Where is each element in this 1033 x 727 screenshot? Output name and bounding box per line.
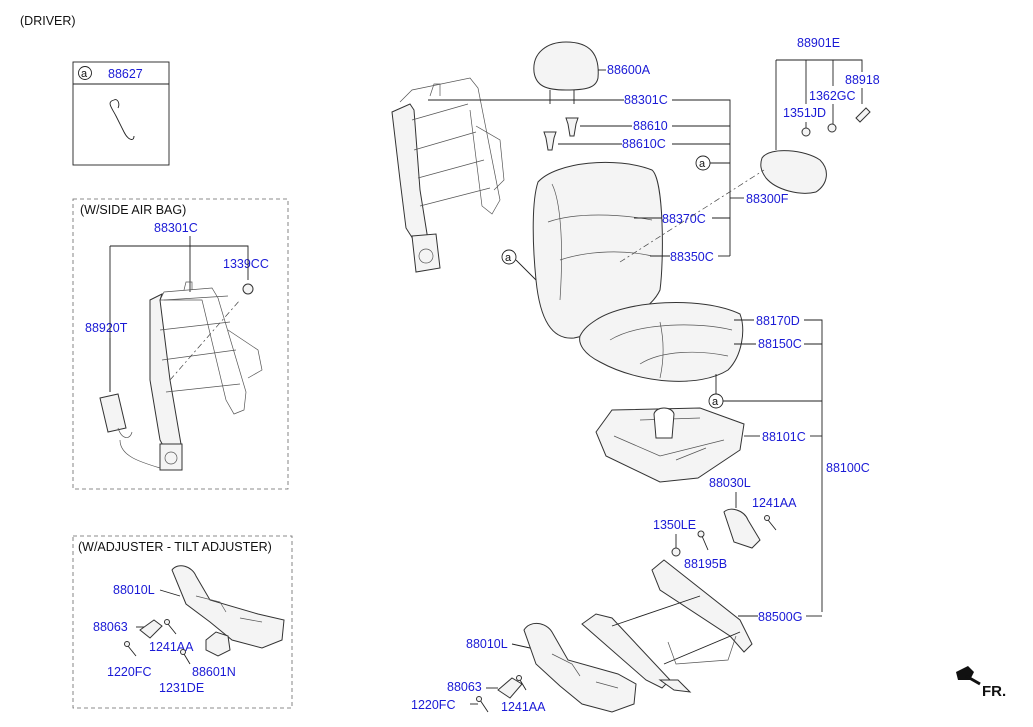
tilt-adjuster-box: (W/ADJUSTER - TILT ADJUSTER) 88010L 8806… [72,535,293,709]
label-88920T: 88920T [85,321,128,335]
svg-text:a: a [505,252,512,264]
label-88918: 88918 [845,73,880,87]
legend-part-number: 88627 [108,67,143,81]
label-88195B: 88195B [684,557,727,571]
ref-a-circle [78,66,92,80]
label-88301C: 88301C [624,93,668,107]
label-1220FC-box: 1220FC [107,665,151,679]
label-88030L: 88030L [709,476,751,490]
label-88150C: 88150C [758,337,802,351]
side-airbag-box: (W/SIDE AIR BAG) 88301C 1339CC 88920T [72,198,289,490]
label-1351JD: 1351JD [783,106,826,120]
lower-side-cover [523,623,637,713]
label-88610C: 88610C [622,137,666,151]
front-arrow [956,666,981,686]
legend-box: a 88627 [72,61,170,166]
front-label: FR. [982,683,1006,700]
label-1241AA: 1241AA [501,700,546,714]
label-88101C: 88101C [762,430,806,444]
seat-cushion [579,302,744,382]
headrest [533,41,606,104]
label-1350LE: 1350LE [653,518,696,532]
label-88350C: 88350C [670,250,714,264]
side-cover-icon [171,565,285,649]
washer-icon [801,127,811,137]
label-88370C: 88370C [662,212,706,226]
nut-icon [242,283,254,295]
label-88610: 88610 [633,119,668,133]
label-88500G: 88500G [758,610,802,624]
label-88300F: 88300F [746,192,789,206]
shield-icon [723,508,761,549]
label-88301C-airbag: 88301C [154,221,198,235]
label-88010L: 88010L [466,637,508,651]
headrest-guides [543,117,579,151]
label-88600A: 88600A [607,63,651,77]
label-88100C: 88100C [826,461,870,475]
legend-ref-label: a [81,68,88,80]
label-1339CC: 1339CC [223,257,269,271]
label-1231DE: 1231DE [159,681,204,695]
seatback-frame [391,77,505,273]
screw-icon [167,623,177,635]
label-1220FC: 1220FC [411,698,455,712]
side-airbag-title: (W/SIDE AIR BAG) [80,203,186,217]
label-88170D: 88170D [756,314,800,328]
label-88010L-box: 88010L [113,583,155,597]
knob-icon-main [497,677,523,699]
label-88901E: 88901E [797,36,840,50]
airbag-module-icon [99,393,127,433]
seat-track [581,559,753,693]
seatback-frame-airbag [149,281,263,471]
svg-text:a: a [699,158,706,170]
knob-icon [139,619,163,639]
wire-clip-icon [109,99,135,140]
svg-text:a: a [712,396,719,408]
label-1362GC: 1362GC [809,89,856,103]
label-88063: 88063 [447,680,482,694]
armrest-icon [760,150,827,194]
variant-title: (DRIVER) [20,14,76,28]
lever-icon [205,631,231,657]
label-88601N: 88601N [192,665,236,679]
label-88063-box: 88063 [93,620,128,634]
bolt-icon [855,107,871,123]
label-1241AA-box: 1241AA [149,640,194,654]
ref-a-left [501,249,517,265]
tilt-adjuster-title: (W/ADJUSTER - TILT ADJUSTER) [78,540,272,554]
cushion-pan [595,407,745,483]
label-1241AA-shield: 1241AA [752,496,797,510]
